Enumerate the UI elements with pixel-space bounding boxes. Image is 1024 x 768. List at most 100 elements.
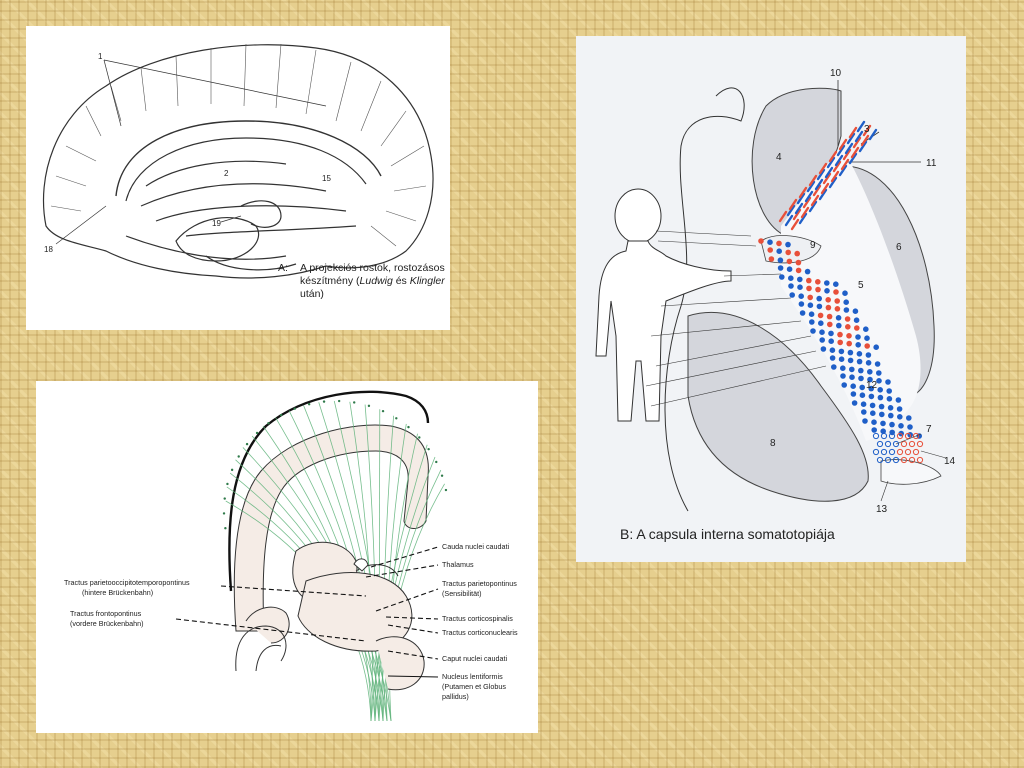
label-corticonuclearis: Tractus corticonuclearis — [442, 628, 518, 637]
fiber-dot — [849, 366, 855, 373]
fiber-dot — [879, 411, 885, 418]
fiber-dot — [872, 432, 880, 440]
label-7: 7 — [926, 424, 932, 435]
fiber-line — [378, 409, 381, 722]
fiber-dot — [878, 403, 885, 410]
fiber-dash — [846, 132, 856, 145]
cortex-dot — [353, 401, 356, 404]
fiber-dot — [907, 424, 913, 430]
fiber-dash — [806, 180, 816, 193]
fiber-dot — [904, 432, 912, 440]
fiber-dot — [876, 456, 884, 464]
fiber-dot — [846, 333, 852, 339]
fiber-dot — [846, 340, 852, 347]
fiber-line — [382, 415, 395, 722]
fiber-dot — [829, 347, 836, 354]
fiber-dot — [795, 267, 802, 274]
cortex-dot — [407, 425, 410, 429]
cortex-dot — [322, 400, 326, 403]
fiber-dot — [863, 326, 869, 333]
fiber-dash — [790, 218, 800, 231]
fiber-dot — [828, 338, 834, 345]
fiber-dot — [794, 250, 800, 257]
fiber-dot — [827, 321, 833, 328]
fiber-dot — [896, 448, 904, 456]
fiber-dash — [796, 192, 806, 205]
fiber-dash — [786, 204, 796, 217]
fiber-dot — [868, 385, 874, 392]
fiber-dot — [840, 365, 846, 372]
fiber-dot — [876, 378, 882, 384]
fiber-dashes-group — [778, 120, 878, 231]
fiber-dot — [841, 382, 847, 388]
tract-diagram: Tractus parietooccipitotemporopontinus (… — [64, 390, 518, 722]
cortex-dot — [226, 482, 229, 486]
fiber-dot — [868, 393, 875, 400]
fiber-dot — [871, 419, 877, 426]
fiber-dot — [876, 370, 882, 376]
fiber-dash — [850, 146, 860, 159]
cortex-dot — [435, 460, 438, 464]
fiber-dot — [886, 388, 892, 394]
cortex-dot — [395, 417, 398, 420]
fiber-dot — [871, 427, 877, 433]
fiber-dot — [828, 330, 834, 337]
fiber-line — [364, 404, 377, 722]
label-sensibilitat: (Sensibilität) — [442, 589, 482, 598]
cortex-dot — [267, 422, 270, 425]
fiber-dots-group — [758, 238, 924, 464]
fiber-dot — [785, 241, 791, 248]
fiber-dot — [818, 320, 824, 327]
fiber-dot — [884, 456, 892, 464]
fiber-dot — [852, 308, 859, 315]
fiber-dot — [809, 319, 815, 325]
fiber-dash — [814, 178, 824, 191]
fiber-dot — [912, 448, 920, 456]
panel-c-tract-diagram: Tractus parietooccipitotemporopontinus (… — [36, 381, 538, 733]
fiber-dot — [861, 409, 867, 415]
fiber-dot — [834, 298, 840, 304]
fiber-dash — [854, 130, 864, 143]
cortex-dot — [245, 442, 249, 446]
fiber-dot — [856, 351, 863, 357]
fiber-line — [385, 423, 407, 722]
fiber-dot — [843, 307, 850, 313]
label-caput: Caput nuclei caudati — [442, 654, 508, 663]
fiber-line — [318, 402, 388, 722]
caption-prefix: A: — [278, 262, 288, 274]
fiber-dot — [908, 440, 916, 448]
fiber-dot — [768, 256, 775, 262]
fiber-dot — [870, 410, 876, 417]
label-6: 6 — [896, 242, 902, 253]
fiber-dash — [810, 194, 820, 207]
fiber-dash — [798, 212, 808, 225]
fiber-dot — [837, 339, 843, 346]
fiber-dash — [824, 166, 834, 179]
fiber-dash — [820, 182, 830, 195]
fiber-dot — [892, 440, 900, 448]
fiber-dot — [900, 440, 908, 448]
fiber-dot — [895, 397, 902, 403]
fiber-dot — [908, 456, 916, 464]
cortex-dot — [381, 409, 385, 413]
fiber-dot — [807, 302, 814, 309]
fiber-dot — [880, 432, 888, 440]
fiber-dot — [877, 387, 883, 393]
fiber-dot — [845, 324, 851, 330]
fiber-dash — [842, 148, 852, 161]
fiber-dot — [904, 448, 912, 456]
panel-a-brain-dissection: 1 2 15 19 18 A: A projekciós rostok, ros… — [26, 26, 450, 330]
fiber-dot — [873, 344, 879, 351]
fiber-dot — [892, 456, 900, 464]
label-parietopontinus: Tractus parietopontinus — [442, 579, 517, 588]
cortex-dot — [307, 403, 311, 406]
fiber-dot — [779, 274, 785, 280]
fiber-dot — [888, 448, 896, 456]
fiber-dot — [817, 312, 824, 319]
label-11: 11 — [926, 158, 937, 169]
fiber-dot — [842, 290, 848, 296]
fiber-dot — [864, 335, 870, 342]
cortex-dot — [237, 455, 240, 458]
fiber-dot — [897, 414, 903, 420]
fiber-dot — [858, 367, 864, 374]
